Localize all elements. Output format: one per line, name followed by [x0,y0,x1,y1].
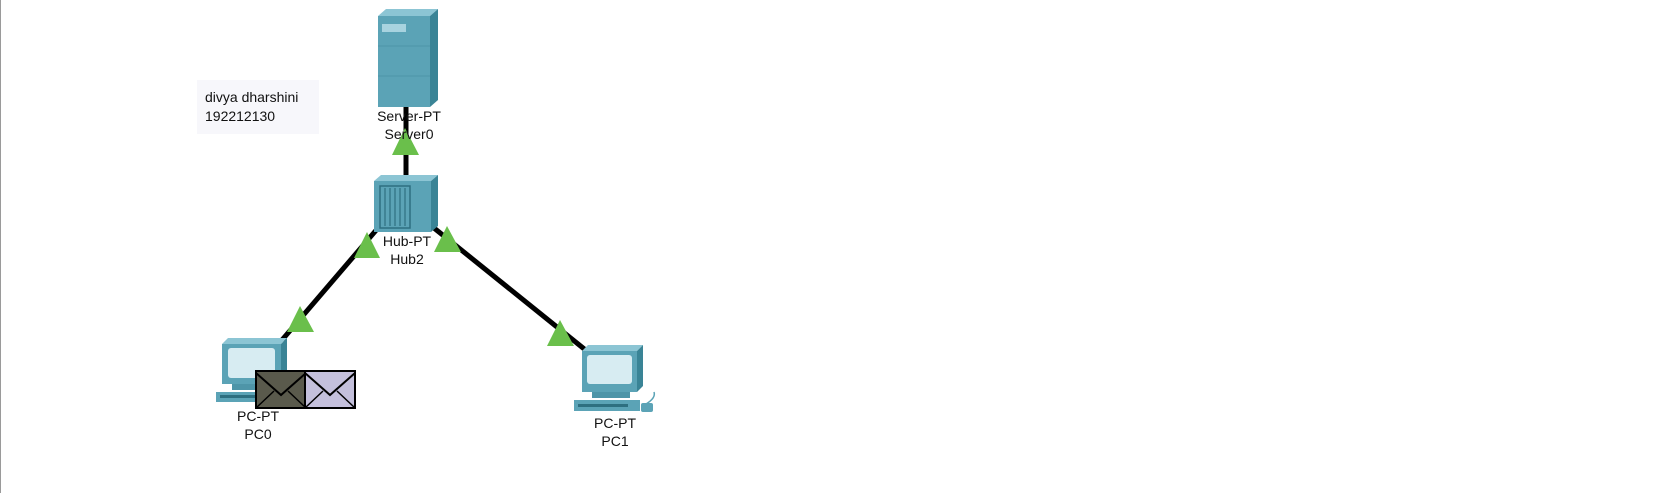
link-up-indicator [287,306,314,332]
link-up-indicator [392,128,419,155]
pc1-label: PC-PT PC1 [560,414,670,450]
note-box[interactable]: divya dharshini 192212130 [197,80,319,134]
link-up-indicator [354,232,380,258]
note-name: divya dharshini [205,89,299,105]
link-up-indicator [547,320,574,346]
device-name: Server0 [384,126,434,142]
device-name: PC1 [601,433,629,449]
canvas-border [0,0,1,493]
pc-icon[interactable] [574,345,656,412]
pdu-envelope-icon[interactable] [304,370,356,409]
device-model: PC-PT [594,415,636,431]
device-model: PC-PT [237,408,279,424]
server-label: Server-PT Server0 [354,107,464,143]
link-up-indicator [434,226,461,252]
device-name: PC0 [244,426,272,442]
device-name: Hub2 [390,251,424,267]
hub-icon[interactable] [374,175,438,232]
server-icon[interactable] [378,9,438,107]
pdu-envelope-icon[interactable] [255,370,307,409]
device-model: Server-PT [377,108,441,124]
note-id: 192212130 [205,108,276,124]
hub-label: Hub-PT Hub2 [352,232,462,268]
pc0-label: PC-PT PC0 [203,407,313,443]
device-model: Hub-PT [382,233,432,249]
